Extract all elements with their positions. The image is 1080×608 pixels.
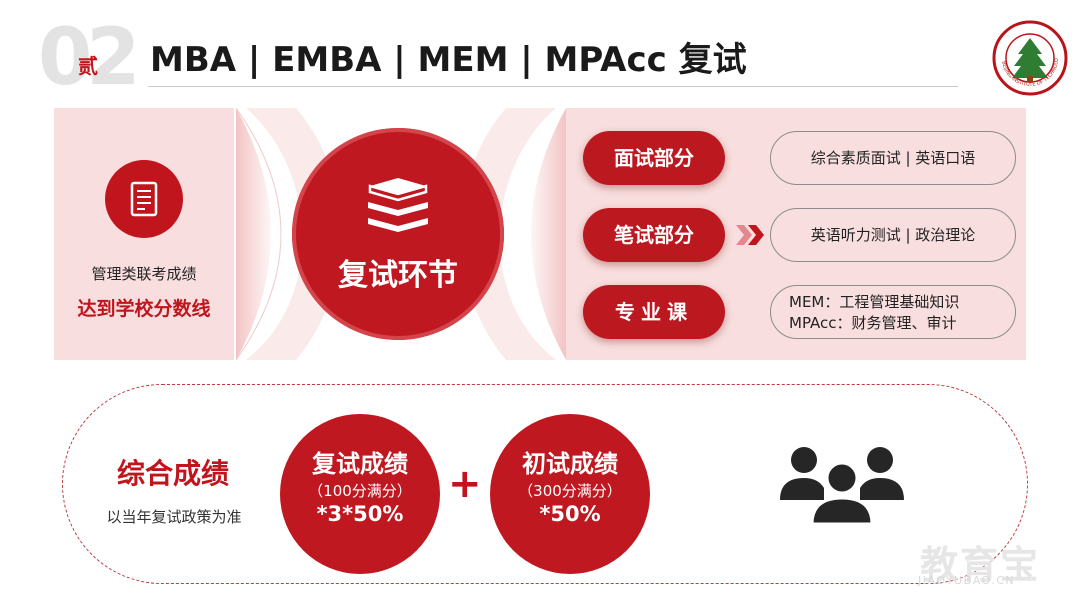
qualification-text: 管理类联考成绩: [91, 265, 197, 283]
interview-pill: 面试部分: [583, 131, 725, 185]
composite-score-frame: [62, 384, 1028, 584]
section-number: 02: [38, 13, 141, 103]
professional-course-pill: 专业课: [583, 285, 725, 339]
mpacc-detail: MPAcc：财务管理、审计: [789, 314, 957, 332]
composite-score-note: 以当年复试政策为准: [106, 508, 242, 526]
retest-label: 复试环节: [338, 258, 458, 293]
written-test-detail: 英语听力测试 | 政治理论: [770, 208, 1016, 262]
retest-circle: [292, 128, 504, 340]
retest-score-circle: 复试成绩 （100分满分） *3*50%: [280, 414, 440, 574]
composite-score-title: 综合成绩: [116, 457, 229, 490]
watermark-text: 教育宝: [920, 543, 1041, 587]
retest-score-title: 复试成绩: [312, 450, 408, 478]
professional-course-detail: MEM：工程管理基础知识 MPAcc：财务管理、审计: [770, 285, 1016, 339]
watermark-url: JIAOYUBAO.CN: [918, 574, 1016, 587]
plus-operator: +: [448, 461, 482, 507]
mem-detail: MEM：工程管理基础知识: [789, 293, 960, 311]
title-divider: [148, 86, 958, 87]
retest-score-formula: *3*50%: [316, 502, 404, 526]
books-icon: [368, 178, 428, 232]
interview-detail: 综合素质面试 | 英语口语: [770, 131, 1016, 185]
initial-score-max: （300分满分）: [518, 482, 622, 500]
people-group-icon: [780, 447, 904, 524]
chevrons-right-icon: [736, 225, 764, 245]
document-list-icon: [130, 181, 158, 217]
initial-score-circle: 初试成绩 （300分满分） *50%: [490, 414, 650, 574]
initial-score-formula: *50%: [539, 502, 601, 526]
university-seal-icon: BEIJING INSTITUTE OF TECHNOLOGY: [992, 20, 1068, 96]
retest-score-max: （100分满分）: [308, 482, 412, 500]
page-title: MBA | EMBA | MEM | MPAcc 复试: [150, 40, 747, 80]
document-circle: [105, 160, 183, 238]
initial-score-title: 初试成绩: [522, 450, 618, 478]
qualification-highlight: 达到学校分数线: [77, 298, 211, 320]
section-label: 贰: [78, 54, 98, 78]
written-test-pill: 笔试部分: [583, 208, 725, 262]
